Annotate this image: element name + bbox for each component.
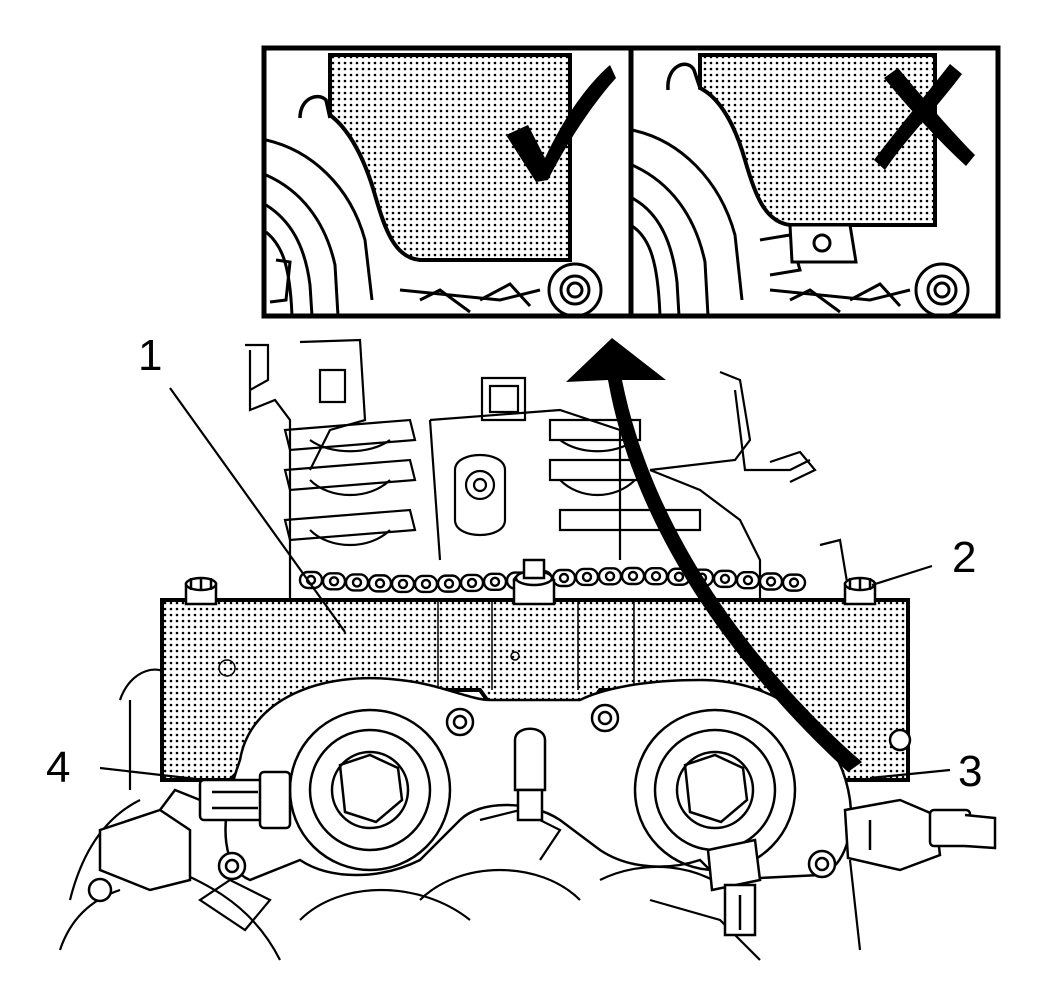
chain-pin — [443, 578, 455, 589]
chain-pin — [788, 577, 800, 588]
chain-pin — [673, 571, 685, 582]
chain-pin — [627, 570, 639, 582]
inset-panel-correct — [266, 53, 616, 314]
sensor-connector — [706, 838, 762, 937]
cross-mark-icon — [874, 64, 975, 170]
callout-2: 2 — [952, 533, 976, 582]
leader-lines — [99, 387, 951, 782]
chain-pin — [742, 575, 754, 586]
chain-pin — [765, 576, 777, 587]
chain-pin — [581, 571, 593, 583]
tool-bolt-center — [512, 558, 556, 606]
bolt-icon — [547, 262, 603, 314]
chain-pin — [650, 570, 662, 582]
chain-pin — [351, 577, 363, 588]
chain-pin — [719, 573, 731, 585]
right-camshaft-sensor — [843, 798, 997, 872]
callout-1: 1 — [138, 331, 162, 380]
left-camshaft-sprocket — [288, 708, 452, 872]
left-camshaft-sensor — [98, 770, 292, 892]
chain-pin — [328, 576, 340, 587]
curved-arrow-icon — [566, 338, 862, 772]
chain-pin — [466, 577, 478, 589]
chain-pin — [489, 576, 501, 588]
tool-bolt-left — [184, 576, 218, 606]
bolt-icon — [914, 262, 970, 314]
chain-pin — [374, 578, 386, 589]
tool-seams — [218, 600, 635, 690]
chain-pin — [558, 572, 570, 584]
inset-panel-incorrect — [632, 53, 975, 314]
cover-bolts — [87, 703, 912, 903]
callout-3: 3 — [958, 747, 982, 796]
tool-bolt-right — [843, 576, 877, 606]
callout-4: 4 — [46, 743, 70, 792]
chain-pin — [397, 578, 409, 590]
chain-pin — [604, 571, 616, 582]
check-mark-icon — [506, 65, 616, 182]
chain-pin — [420, 578, 432, 590]
center-idler — [513, 727, 547, 822]
